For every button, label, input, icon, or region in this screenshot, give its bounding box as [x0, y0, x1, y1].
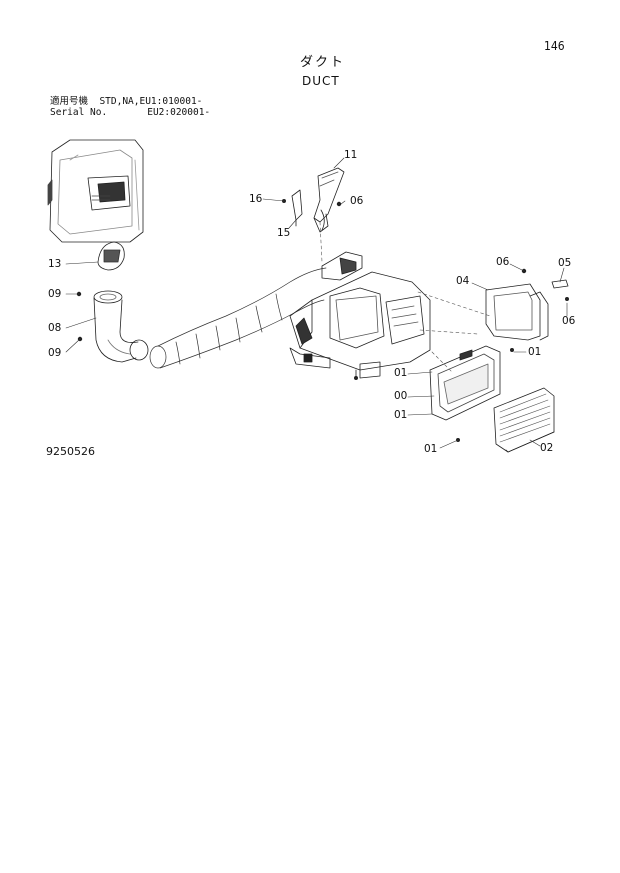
part-15-16-bracket: [281, 189, 342, 227]
callout-01-right: 01: [528, 346, 542, 358]
page-title-japanese: ダクト: [300, 55, 346, 70]
callout-04: 04: [456, 275, 470, 287]
callout-15: 15: [277, 227, 291, 239]
callout-09-lower: 09: [48, 347, 62, 359]
callout-06-lower: 06: [562, 315, 576, 327]
part-02-cover: [455, 387, 555, 453]
callout-leaders: [65, 157, 568, 449]
callout-16: 16: [249, 193, 263, 205]
part-08-elbow-duct: [76, 290, 149, 363]
serial-line-1: 適用号機 STD,NA,EU1:010001-: [50, 96, 203, 107]
callout-02: 02: [540, 442, 554, 454]
serial-applicability: 適用号機 STD,NA,EU1:010001- Serial No. EU2:0…: [50, 96, 210, 118]
flexible-duct: [149, 267, 327, 369]
figure-number: 9250526: [46, 445, 95, 458]
callout-11: 11: [344, 149, 358, 161]
heater-unit: [289, 251, 431, 380]
callout-09: 09: [48, 288, 62, 300]
callout-06-right: 06: [496, 256, 510, 268]
callout-01-middle: 01: [394, 409, 408, 421]
page-title-english: DUCT: [302, 74, 340, 88]
callout-08: 08: [48, 322, 62, 334]
cab-location-thumbnail: [47, 139, 144, 243]
part-00-frame: [429, 345, 514, 421]
part-11-duct: [313, 167, 345, 233]
callout-00: 00: [394, 390, 408, 402]
part-13-outlet: [97, 241, 125, 271]
assembly-guide-lines: [319, 221, 491, 373]
callout-06: 06: [350, 195, 364, 207]
callout-05: 05: [558, 257, 572, 269]
callout-01-bottom: 01: [424, 443, 438, 455]
serial-line-2: Serial No. EU2:020001-: [50, 107, 211, 118]
part-04-filter: [485, 268, 570, 341]
callout-13: 13: [48, 258, 62, 270]
callout-01-upper: 01: [394, 367, 408, 379]
page-number: 146: [544, 39, 565, 53]
